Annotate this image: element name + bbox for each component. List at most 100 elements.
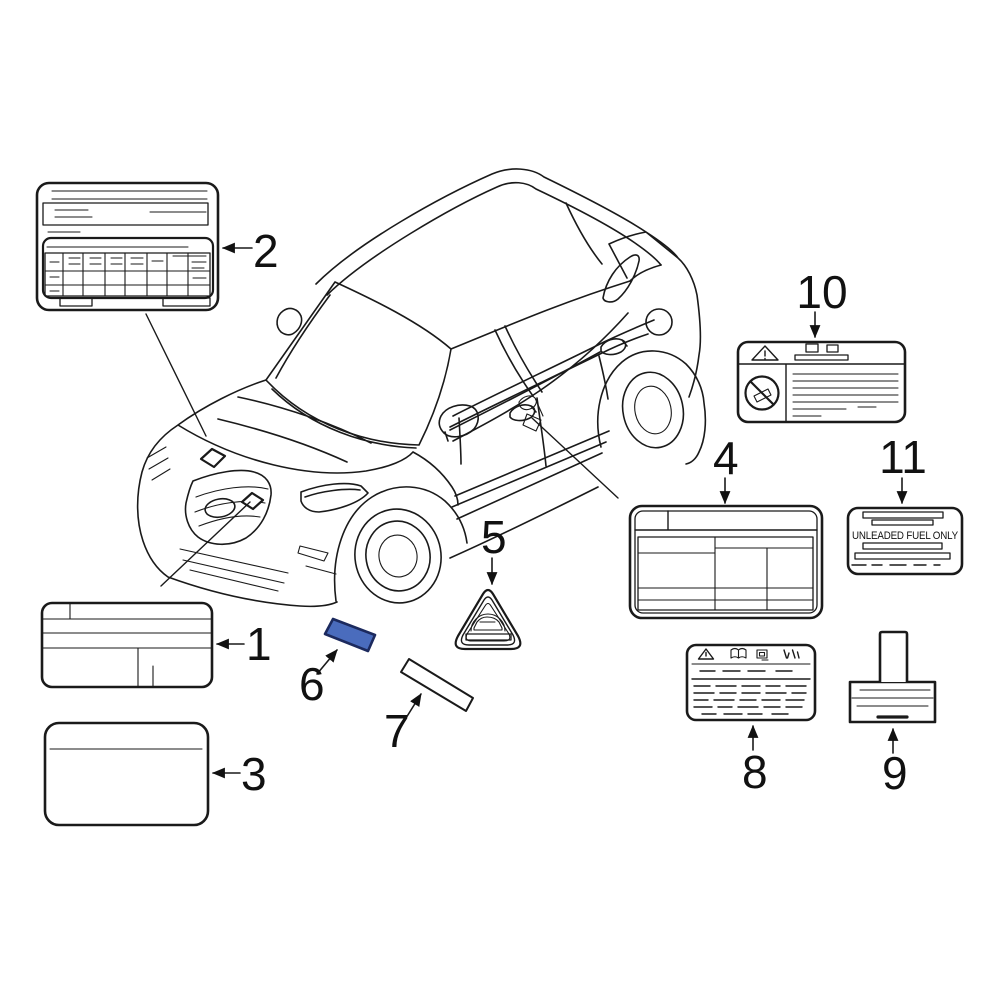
fuel-door <box>645 308 673 336</box>
manual-book-icon <box>730 647 747 659</box>
label-9-lines <box>851 689 934 707</box>
callout-4[interactable]: 4 <box>713 432 739 505</box>
door-handles <box>509 338 628 422</box>
callout-6-arrow <box>316 649 338 675</box>
label-7-decal[interactable] <box>400 658 474 712</box>
cowl-badge-diamond <box>199 447 227 469</box>
label-9-stem <box>878 630 909 682</box>
label-6-group[interactable]: 6 <box>299 617 377 710</box>
label-8-text-dashes <box>691 670 811 715</box>
car-doors <box>449 355 610 559</box>
car-front-wheel <box>354 508 442 604</box>
callout-5-number[interactable]: 5 <box>481 511 507 563</box>
label-5-dome-arc <box>470 613 506 632</box>
callout-9[interactable]: 9 <box>882 727 908 799</box>
label-11-bar-3 <box>862 542 943 550</box>
label-11-bar-2 <box>871 519 934 526</box>
callout-8-number[interactable]: 8 <box>742 746 768 798</box>
label-8-group[interactable]: 8 <box>685 643 817 798</box>
callout-6-number[interactable]: 6 <box>299 658 325 710</box>
label-9-base[interactable] <box>848 680 937 724</box>
callout-7-number[interactable]: 7 <box>384 705 410 757</box>
no-smoking-icon <box>744 375 780 411</box>
label-10-group[interactable]: 10 <box>736 266 907 424</box>
callout-7[interactable]: 7 <box>384 693 422 757</box>
label-10-square-1 <box>805 343 819 353</box>
label-10-text-lines <box>792 373 899 417</box>
bumper-slats <box>179 545 337 592</box>
label-2-tab-left <box>59 297 93 307</box>
car-wheel-arches <box>333 350 707 602</box>
label-10-square-2 <box>826 344 839 353</box>
car-details <box>199 307 673 511</box>
label-4-plate[interactable] <box>628 504 824 620</box>
front-rim <box>365 520 431 592</box>
label-1-group[interactable]: 1 <box>40 501 272 689</box>
rear-hub <box>634 385 672 435</box>
side-mirror <box>438 404 479 442</box>
callout-2-number[interactable]: 2 <box>253 225 279 277</box>
callout-4-number[interactable]: 4 <box>713 432 739 484</box>
callout-3-number[interactable]: 3 <box>241 748 267 800</box>
label-4-table <box>637 536 814 611</box>
label-10-dividers <box>737 363 906 422</box>
label-3-plate[interactable] <box>43 721 210 827</box>
car-body-outline <box>136 168 702 608</box>
label-2-header-lines <box>51 190 208 200</box>
callout-10-number[interactable]: 10 <box>796 266 847 318</box>
headlight <box>300 482 369 513</box>
car-rear-wheel <box>621 371 685 449</box>
label-2-title-box <box>42 202 209 226</box>
label-9-group[interactable]: 9 <box>848 630 937 799</box>
car-hood-lines <box>217 388 417 463</box>
label-7-group[interactable]: 7 <box>384 658 474 757</box>
callout-11[interactable]: 11 <box>879 431 927 505</box>
label-6-decal[interactable] <box>323 617 377 653</box>
callout-5[interactable]: 5 <box>481 511 507 586</box>
label-11-group[interactable]: UNLEADED FUEL ONLY 11 <box>846 431 964 576</box>
label-1-leader-line <box>160 501 251 587</box>
rear-tire <box>621 371 685 449</box>
label-4-table-grid <box>637 536 814 611</box>
label-5-triangle-mid <box>460 596 516 646</box>
antenna <box>276 307 303 336</box>
callout-9-number[interactable]: 9 <box>882 747 908 799</box>
label-2-group[interactable]: 2 <box>35 181 279 437</box>
label-3-group[interactable]: 3 <box>43 721 267 827</box>
label-5-car-glyph <box>473 616 503 631</box>
label-5-group[interactable]: 5 <box>454 511 522 651</box>
car-front-fascia <box>146 446 369 592</box>
callout-8[interactable]: 8 <box>742 724 768 798</box>
label-11-bar-4 <box>854 552 951 560</box>
callout-7-arrow <box>405 693 422 719</box>
callout-6[interactable]: 6 <box>299 649 338 710</box>
label-1-plate[interactable] <box>40 601 214 689</box>
label-4-leader-line <box>531 417 619 499</box>
prohibition-slash <box>749 380 775 406</box>
script-glyphs-icon <box>783 649 800 659</box>
label-4-group[interactable]: 4 <box>531 417 824 620</box>
car-belt-line <box>449 319 655 428</box>
callout-11-number[interactable]: 11 <box>879 431 927 483</box>
callout-10[interactable]: 10 <box>796 266 848 339</box>
callout-3[interactable]: 3 <box>211 748 267 800</box>
front-tire <box>354 508 442 604</box>
callout-2[interactable]: 2 <box>221 225 279 277</box>
door-latch-glyph <box>518 395 544 432</box>
warning-triangle-icon <box>751 345 779 361</box>
label-4-inner-border <box>634 510 818 614</box>
warning-triangle-icon-small <box>697 648 715 660</box>
card-icon <box>756 649 769 661</box>
label-2-tab-right <box>162 297 211 307</box>
prohibition-circle <box>744 375 780 411</box>
label-2-table-grid <box>44 252 211 297</box>
label-2-cell-dashes <box>49 255 207 292</box>
label-2-leader-line <box>145 313 207 437</box>
callout-1[interactable]: 1 <box>215 618 272 670</box>
label-2-title-text-lines <box>54 209 207 218</box>
car-glasshouse <box>265 202 662 446</box>
front-hub <box>378 534 418 578</box>
callout-1-number[interactable]: 1 <box>246 618 272 670</box>
